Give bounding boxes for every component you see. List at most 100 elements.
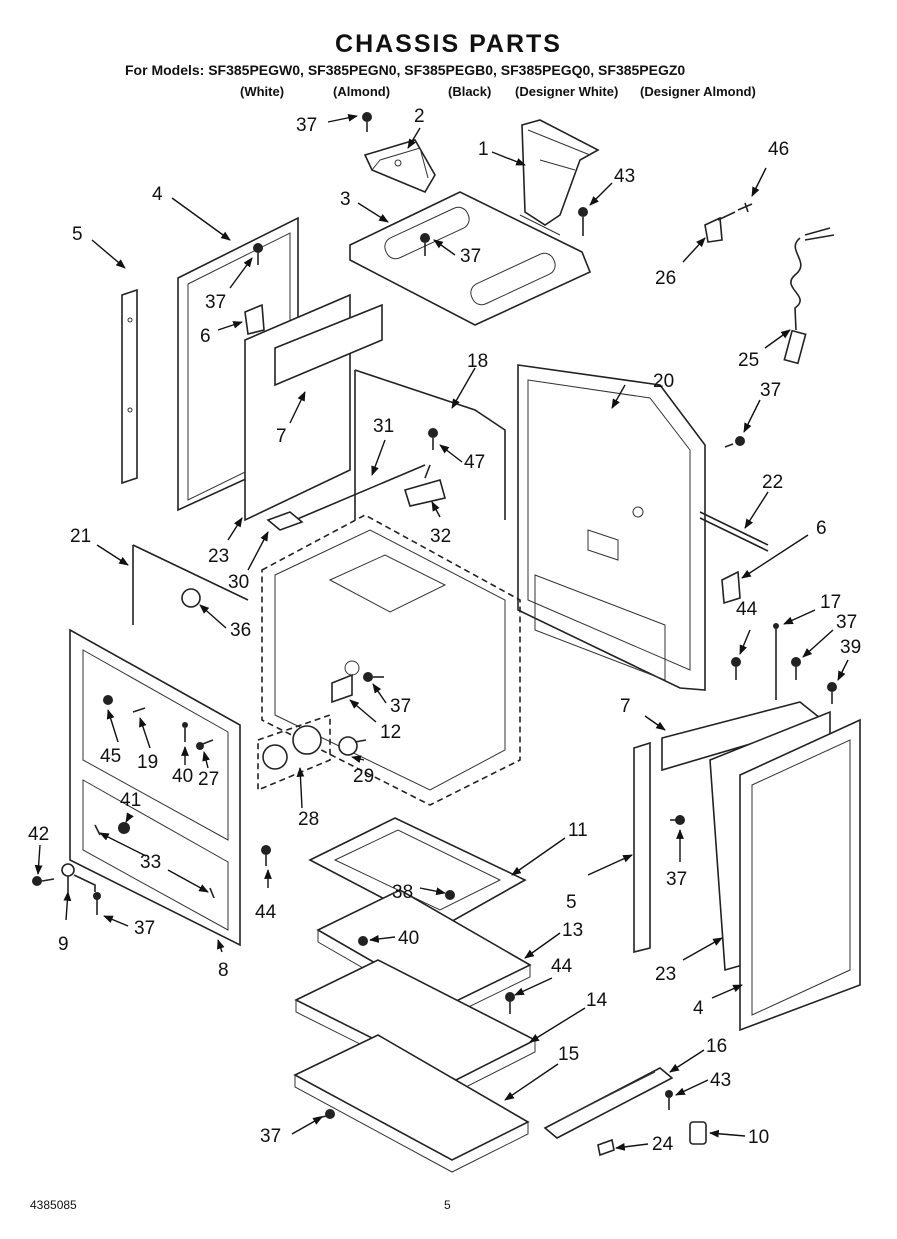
- part-43-screw-lower: [665, 1090, 673, 1110]
- callout-33: 33: [140, 852, 161, 873]
- part-44-screw-right: [731, 657, 741, 680]
- callout-13: 13: [562, 920, 583, 941]
- callout-27: 27: [198, 769, 219, 790]
- callout-37: 37: [760, 380, 781, 401]
- part-20-rear-panel: [517, 364, 706, 691]
- part-37-screw-burner: [420, 233, 430, 256]
- callout-28: 28: [298, 809, 319, 830]
- part-37-screw-top: [362, 112, 372, 132]
- callout-40: 40: [398, 928, 419, 949]
- part-21-gasket: [132, 544, 249, 625]
- part-25-power-cord: [783, 227, 835, 365]
- callout-31: 31: [373, 416, 394, 437]
- part-37-screw-upper-right: [791, 657, 801, 680]
- part-12-bracket: [331, 660, 360, 704]
- part-37-screw-center: [363, 672, 384, 682]
- part-44-screw-left: [261, 845, 271, 866]
- part-19-screw: [132, 707, 146, 713]
- part-28-assembly: [257, 713, 331, 792]
- part-10-leg: [689, 1121, 707, 1145]
- part-32-valve: [403, 464, 446, 507]
- callout-2: 2: [414, 106, 425, 127]
- callout-23: 23: [208, 546, 229, 567]
- callout-4: 4: [152, 184, 163, 205]
- callout-10: 10: [748, 1127, 769, 1148]
- callout-4: 4: [693, 998, 704, 1019]
- callout-24: 24: [652, 1134, 674, 1155]
- part-3-burner-top: [349, 191, 592, 326]
- part-37-screw-rear: [724, 436, 745, 448]
- callout-5: 5: [566, 892, 577, 913]
- part-31-rod: [294, 464, 426, 521]
- part-24-clip: [597, 1138, 615, 1157]
- page-title: CHASSIS PARTS: [335, 30, 562, 58]
- part-22-rod: [699, 511, 769, 552]
- callout-37: 37: [836, 612, 857, 633]
- callout-37: 37: [666, 869, 687, 890]
- part-41-screw: [118, 822, 130, 834]
- color-almond: (Almond): [333, 84, 391, 99]
- callout-26: 26: [655, 268, 676, 289]
- color-designer-white: (Designer White): [515, 84, 619, 99]
- part-43-screw-upper: [578, 207, 588, 236]
- callout-7: 7: [620, 696, 631, 717]
- part-36-plug: [181, 588, 201, 608]
- callout-37: 37: [205, 292, 226, 313]
- callout-16: 16: [706, 1036, 727, 1057]
- part-8-front-frame: [69, 628, 241, 947]
- callout-22: 22: [762, 472, 783, 493]
- callout-11: 11: [568, 820, 588, 841]
- part-29-knob: [338, 736, 367, 756]
- part-44-screw-drawer: [505, 992, 515, 1014]
- callout-36: 36: [230, 620, 251, 641]
- part-39-screw: [827, 682, 837, 704]
- models-line: For Models: SF385PEGW0, SF385PEGN0, SF38…: [125, 62, 686, 78]
- part-38-screw: [445, 890, 455, 900]
- callout-37: 37: [460, 246, 481, 267]
- callout-42: 42: [28, 824, 49, 845]
- part-30-bracket: [266, 511, 304, 531]
- callout-1: 1: [478, 139, 489, 160]
- callout-12: 12: [380, 722, 401, 743]
- callout-30: 30: [228, 572, 249, 593]
- callout-20: 20: [653, 371, 674, 392]
- callout-9: 9: [58, 934, 69, 955]
- callout-6: 6: [816, 518, 827, 539]
- part-2-bracket: [363, 139, 436, 194]
- callout-8: 8: [218, 960, 229, 981]
- part-6-bracket-right: [721, 570, 741, 605]
- callout-43: 43: [614, 166, 635, 187]
- callout-39: 39: [840, 637, 861, 658]
- part-17-pin: [773, 623, 779, 700]
- oven-cavity: [261, 514, 521, 806]
- part-6-bracket-left: [244, 303, 265, 335]
- callout-23: 23: [655, 964, 676, 985]
- part-27-screw: [196, 739, 214, 750]
- part-37-screw-left: [253, 243, 263, 265]
- callout-37: 37: [134, 918, 155, 939]
- color-white: (White): [240, 84, 285, 99]
- callout-44: 44: [736, 599, 758, 620]
- callout-41: 41: [120, 790, 141, 811]
- part-46-screw: [737, 202, 753, 213]
- color-designer-almond: (Designer Almond): [640, 84, 756, 99]
- callout-19: 19: [137, 752, 158, 773]
- callout-25: 25: [738, 350, 759, 371]
- part-47-screw: [428, 428, 438, 450]
- callout-37: 37: [260, 1126, 281, 1147]
- callout-arrows: [34, 113, 849, 1151]
- callout-37: 37: [390, 696, 411, 717]
- callout-29: 29: [353, 766, 374, 787]
- callout-44: 44: [551, 956, 573, 977]
- page-number: 5: [444, 1198, 451, 1212]
- part-37-screw-right-rail: [670, 815, 685, 825]
- part-45-screw: [103, 695, 113, 705]
- part-5-rail-left: [121, 288, 138, 485]
- part-1-deflector: [519, 119, 600, 236]
- doc-number: 4385085: [30, 1198, 77, 1212]
- part-16-kickplate: [543, 1067, 674, 1139]
- callout-17: 17: [820, 592, 841, 613]
- callout-45: 45: [100, 746, 121, 767]
- color-black: (Black): [448, 84, 492, 99]
